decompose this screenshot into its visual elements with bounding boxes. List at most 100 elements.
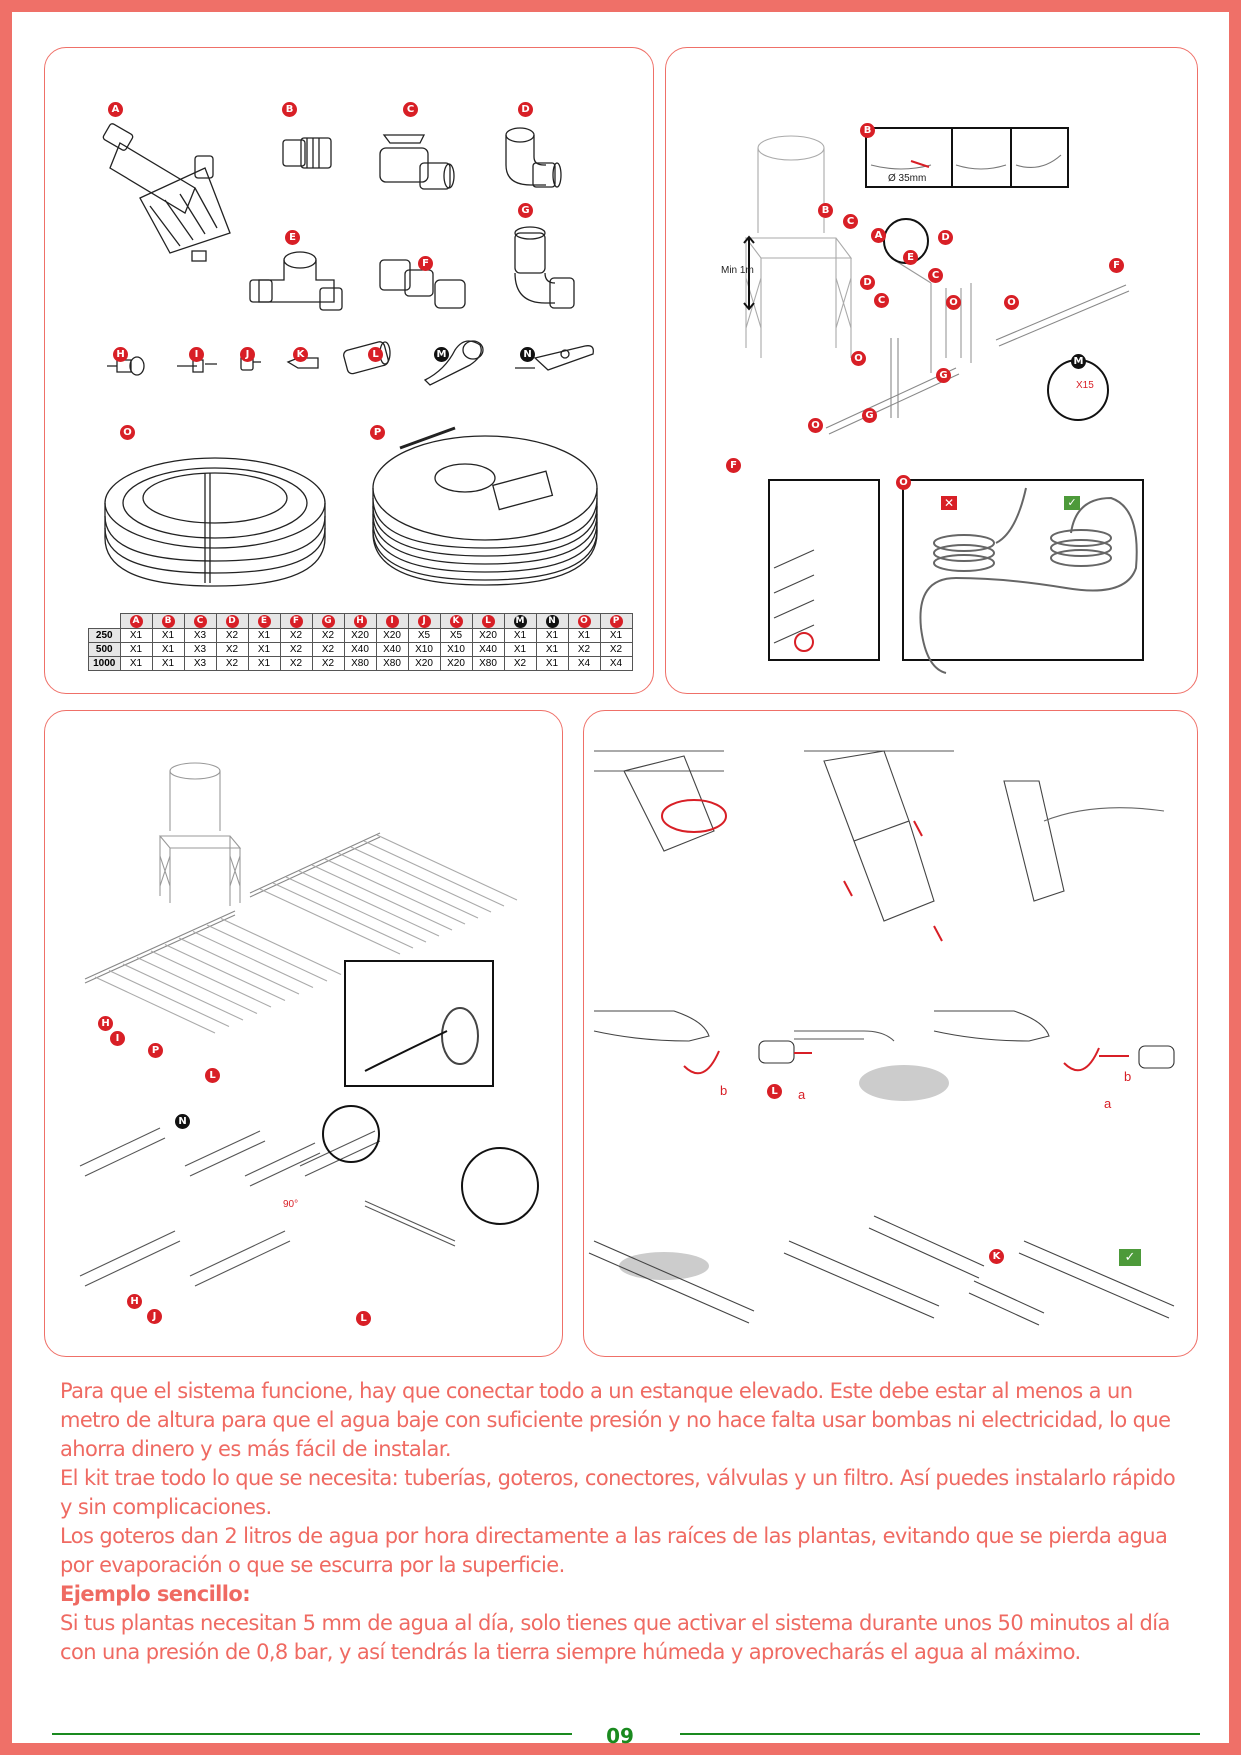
part-badge-c2-tank: C bbox=[874, 293, 889, 308]
part-badge-l-maint: L bbox=[767, 1084, 782, 1099]
drip-line bbox=[259, 888, 401, 955]
part-badge-h: H bbox=[113, 347, 128, 362]
part-badge-c: C bbox=[403, 102, 418, 117]
fitting-steps-inset bbox=[768, 479, 880, 661]
part-badge-h-layout: H bbox=[98, 1016, 113, 1031]
field-layout-illustration bbox=[79, 762, 539, 1287]
table-cell: X2 bbox=[311, 641, 345, 657]
drip-line bbox=[206, 924, 328, 982]
adapter-drawing bbox=[379, 259, 466, 309]
small-parts-drawing bbox=[107, 340, 594, 386]
tank-installation-panel: B Ø 35mm Min 1m B C A E D D C C O O F O … bbox=[665, 47, 1198, 694]
table-header-m: M bbox=[503, 613, 537, 629]
paragraph-drippers: Los goteros dan 2 litros de agua por hor… bbox=[60, 1524, 1168, 1577]
part-badge-j: J bbox=[240, 347, 255, 362]
table-cell: X80 bbox=[343, 655, 377, 671]
drip-line bbox=[192, 931, 314, 988]
part-badge: I bbox=[385, 614, 399, 628]
elbow-drawing bbox=[505, 127, 562, 188]
maintenance-illustration bbox=[588, 750, 1175, 1326]
part-badge: M bbox=[513, 614, 527, 628]
part-badge-d: D bbox=[518, 102, 533, 117]
table-header-p: P bbox=[599, 613, 633, 629]
part-badge-o-tank: O bbox=[946, 295, 961, 310]
part-badge-k: K bbox=[293, 347, 308, 362]
row-label: 250 bbox=[88, 627, 121, 643]
table-cell: X1 bbox=[503, 627, 537, 643]
table-cell: X20 bbox=[407, 655, 441, 671]
footer-line-left bbox=[52, 1733, 572, 1735]
drip-line bbox=[350, 846, 492, 913]
components-illustration bbox=[102, 123, 598, 587]
table-header-i: I bbox=[375, 613, 409, 629]
table-cell: X10 bbox=[439, 641, 473, 657]
part-badge: A bbox=[129, 614, 143, 628]
drip-line bbox=[220, 918, 342, 975]
table-cell: X1 bbox=[119, 627, 153, 643]
part-badge: O bbox=[577, 614, 591, 628]
table-cell: X2 bbox=[599, 641, 633, 657]
table-cell: X10 bbox=[407, 641, 441, 657]
drip-line bbox=[150, 950, 272, 1008]
drip-line bbox=[285, 876, 427, 943]
table-cell: X1 bbox=[119, 641, 153, 657]
table-cell: X80 bbox=[471, 655, 505, 671]
drip-line bbox=[164, 944, 286, 1001]
arrow-label-a-3: a bbox=[1104, 1096, 1112, 1111]
part-badge-o2-tank: O bbox=[1004, 295, 1019, 310]
part-badge-e-tank: E bbox=[903, 250, 918, 265]
tank-illustration bbox=[743, 127, 1144, 674]
table-header-e: E bbox=[247, 613, 281, 629]
table-header-l: L bbox=[471, 613, 505, 629]
table-header-k: K bbox=[439, 613, 473, 629]
rotate-angle-label: 90° bbox=[283, 1199, 299, 1210]
part-badge: K bbox=[449, 614, 463, 628]
drip-line bbox=[376, 834, 518, 901]
tank-drawing-small bbox=[158, 762, 242, 906]
part-badge-m: M bbox=[434, 347, 449, 362]
table-cell: X4 bbox=[599, 655, 633, 671]
tank-drawing bbox=[744, 135, 853, 358]
part-badge-g2-tank: G bbox=[862, 408, 877, 423]
table-cell: X1 bbox=[535, 627, 569, 643]
part-badge: P bbox=[609, 614, 623, 628]
part-badge-n: N bbox=[520, 347, 535, 362]
part-badge-n-layout: N bbox=[175, 1114, 190, 1129]
footer-line-right bbox=[680, 1733, 1200, 1735]
table-cell: X2 bbox=[279, 655, 313, 671]
table-cell: X1 bbox=[247, 655, 281, 671]
part-badge-h2-layout: H bbox=[127, 1294, 142, 1309]
table-header-j: J bbox=[407, 613, 441, 629]
part-badge-g-tank: G bbox=[936, 368, 951, 383]
table-cell: X80 bbox=[375, 655, 409, 671]
correct-check-icon: ✓ bbox=[1119, 1249, 1141, 1266]
body-text: Para que el sistema funcione, hay que co… bbox=[60, 1377, 1190, 1667]
drip-line bbox=[363, 840, 505, 907]
arrow-label-b-1: b bbox=[720, 1083, 728, 1098]
example-heading: Ejemplo sencillo: bbox=[60, 1582, 251, 1606]
part-badge-k-maint: K bbox=[989, 1249, 1004, 1264]
table-header-a: A bbox=[119, 613, 153, 629]
table-cell: X20 bbox=[343, 627, 377, 643]
paragraph-elevated-tank: Para que el sistema funcione, hay que co… bbox=[60, 1379, 1171, 1461]
table-cell: X40 bbox=[343, 641, 377, 657]
part-badge-p-layout: P bbox=[148, 1043, 163, 1058]
table-cell: X1 bbox=[151, 641, 185, 657]
table-header-d: D bbox=[215, 613, 249, 629]
part-badge-d2-tank: D bbox=[860, 275, 875, 290]
table-header-g: G bbox=[311, 613, 345, 629]
drip-line bbox=[337, 852, 479, 919]
page-number: 09 bbox=[606, 1724, 634, 1748]
correct-check-icon: ✓ bbox=[1064, 496, 1080, 510]
field-layout-panel: H I P L N 90° H J L bbox=[44, 710, 563, 1357]
part-badge-a-tank: A bbox=[871, 228, 886, 243]
part-badge-i: I bbox=[189, 347, 204, 362]
valve-drawing bbox=[379, 134, 455, 190]
part-badge-o: O bbox=[120, 425, 135, 440]
table-cell: X1 bbox=[567, 627, 601, 643]
table-cell: X2 bbox=[215, 641, 249, 657]
part-badge-b-tank: B bbox=[818, 203, 833, 218]
